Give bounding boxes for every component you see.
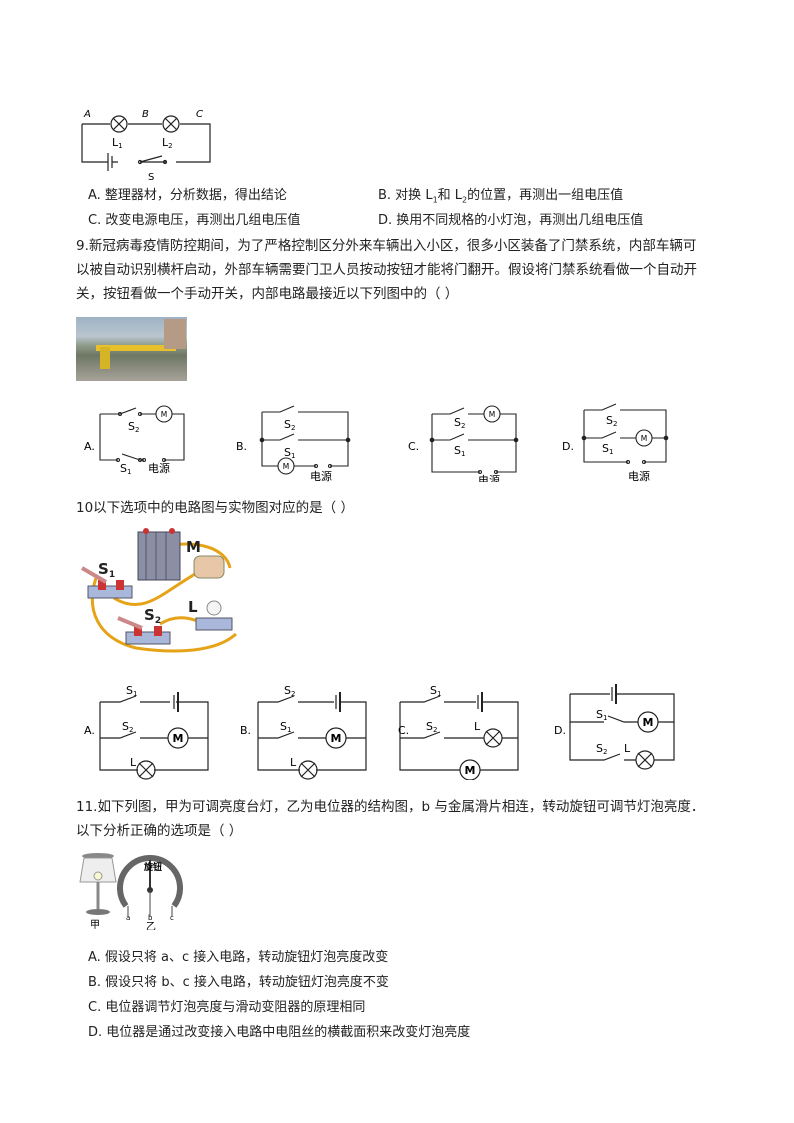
svg-text:S1: S1 [120,462,131,476]
svg-text:S2: S2 [128,420,139,434]
q9-option-B-label: B. [236,440,247,453]
q9-option-C-label: C. [408,440,419,453]
switch-s1-base [87,585,133,599]
q11-stem-line1: 11.如下列图，甲为可调亮度台灯，乙为电位器的结构图，b 与金属滑片相连，转动旋… [76,799,705,815]
photo-label-S2: S2 [144,606,161,626]
q11-figure: 旋钮 a b c 甲 乙 [79,853,183,930]
q9-C-power: 电源 [478,473,500,482]
svg-text:M: M [331,732,342,745]
svg-text:S1: S1 [602,442,613,456]
svg-text:M: M [173,732,184,745]
svg-text:L: L [130,756,137,769]
q9-gate-photo [76,317,187,381]
q10-option-C-label: C. [398,724,409,737]
q9-B-power: 电源 [310,469,332,482]
photo-label-L: L [188,598,198,616]
q11-stem-line2: 以下分析正确的选项是（ ） [76,823,243,839]
q11-terminal-c: c [170,914,174,922]
q11-option-C: C. 电位器调节灯泡亮度与滑动变阻器的原理相同 [88,1000,366,1015]
q9-circuit-options: M M M M A. B. C. D. S2 S1 电源 S2 S1 电源 S2 S1… [84,403,669,482]
q11-terminal-a: a [126,914,130,922]
switch-s2-base [125,631,171,645]
q8-option-B: B. 对换 L1和 L2的位置，再测出一组电压值 [378,188,624,205]
gate-post [100,347,110,369]
svg-text:S2: S2 [122,720,133,734]
svg-text:S2: S2 [454,416,465,430]
svg-text:M: M [161,410,167,419]
q9-option-D-label: D. [562,440,574,453]
photo-label-M: M [186,538,201,556]
svg-text:S1: S1 [454,444,465,458]
q9-option-A-label: A. [84,440,95,453]
q11-terminal-b: b [148,914,153,922]
q11-label-yi: 乙 [146,921,156,930]
svg-text:S2: S2 [284,684,295,698]
q9-stem-line1: 9.新冠病毒疫情防控期间，为了严格控制区分外来车辆出入小区，很多小区装备了门禁系… [76,238,697,254]
q9-A-power: 电源 [148,461,170,475]
svg-text:L: L [290,756,297,769]
q8-point-B: B [142,109,149,120]
lamp-bulb [206,600,222,616]
svg-text:S1: S1 [596,708,607,722]
q8-label-S: S [148,172,154,183]
q9-stem-line2: 以被自动识别横杆启动，外部车辆需要门卫人员按动按钮才能将门翻开。假设将门禁系统看… [76,262,697,278]
photo-label-S1: S1 [98,560,115,580]
q8-option-C: C. 改变电源电压，再测出几组电压值 [88,213,301,228]
motor [193,555,225,579]
q9-stem-line3: 关，按钮看做一个手动开关，内部电路最接近以下列图中的（ ） [76,286,459,302]
q11-option-A: A. 假设只将 a、c 接入电路，转动旋钮灯泡亮度改变 [88,950,389,965]
svg-text:M: M [489,410,495,419]
svg-text:M: M [643,716,654,729]
q11-knob-label: 旋钮 [143,861,162,873]
svg-text:M: M [641,434,647,443]
q10-circuit-options: M M M M A. B. C. D. S1 S2 L S2 S1 L S1 S2 L… [84,684,675,780]
q8-point-A: A [83,109,91,120]
battery-pack [137,531,181,581]
svg-text:S1: S1 [280,720,291,734]
svg-text:L: L [474,720,481,733]
svg-text:S1: S1 [126,684,137,698]
q8-label-L2: L2 [162,136,173,150]
q11-label-jia: 甲 [90,920,100,930]
q10-option-B-label: B. [240,724,251,737]
q11-option-D: D. 电位器是通过改变接入电路中电阻丝的横截面积来改变灯泡亮度 [88,1025,471,1040]
q8-circuit-diagram: A B C L1 L2 S [81,109,211,183]
svg-text:S2: S2 [284,418,295,432]
svg-text:S2: S2 [606,414,617,428]
svg-text:S1: S1 [430,684,441,698]
q11-option-B: B. 假设只将 b、c 接入电路，转动旋钮灯泡亮度不变 [88,975,389,990]
svg-text:S1: S1 [284,446,295,460]
q10-option-A-label: A. [84,724,95,737]
svg-text:S2: S2 [426,720,437,734]
q10-stem: 10以下选项中的电路图与实物图对应的是（ ） [76,500,354,516]
q8-option-D: D. 换用不同规格的小灯泡，再测出几组电压值 [378,213,644,228]
q8-option-A: A. 整理器材，分析数据，得出结论 [88,188,287,203]
svg-text:L: L [624,742,631,755]
svg-text:M: M [465,764,476,777]
gate-barrier [96,345,176,351]
q9-D-power: 电源 [628,469,650,482]
building [164,319,186,349]
lamp-base [195,617,233,631]
q8-label-L1: L1 [112,136,123,150]
q10-physical-circuit: S1 M S2 L [80,528,238,653]
q10-option-D-label: D. [554,724,566,737]
svg-text:S2: S2 [596,742,607,756]
q8-point-C: C [196,109,203,120]
svg-text:M: M [283,462,289,471]
